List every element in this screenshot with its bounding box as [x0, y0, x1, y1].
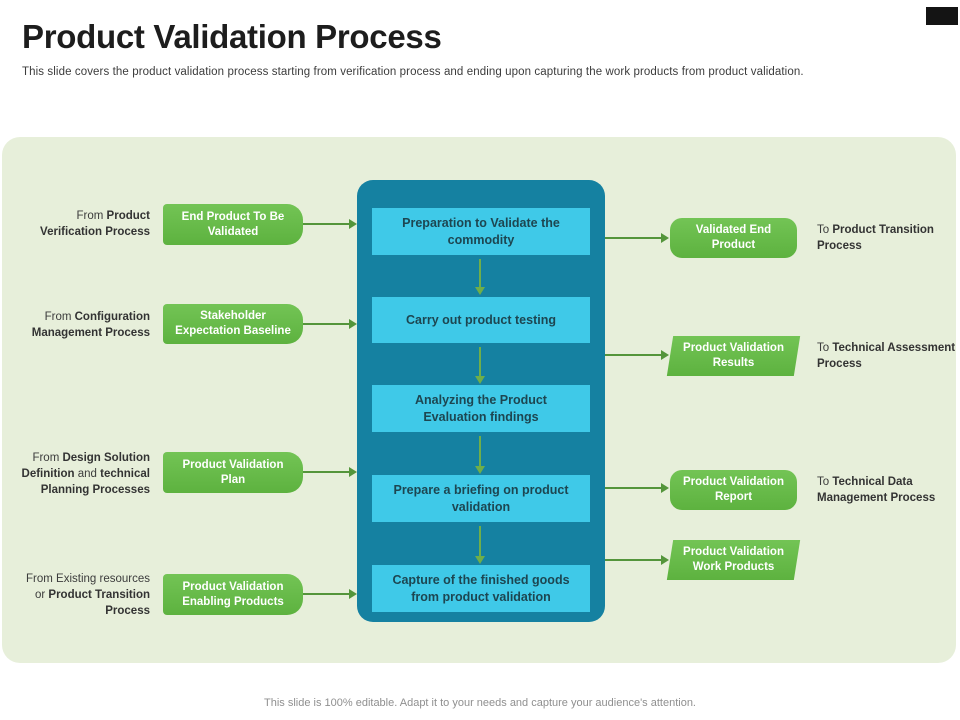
- output-artifact-label: Product Validation Work Products: [683, 546, 784, 573]
- input-source-label: From Existing resources or Product Trans…: [26, 573, 150, 618]
- output-artifact-label: Validated End Product: [695, 224, 772, 251]
- arrow-down-icon: [475, 347, 485, 384]
- output-artifact-box: Product Validation Work Products: [666, 540, 801, 580]
- arrow-right-icon: [303, 319, 357, 329]
- input-artifact-label: Product Validation Enabling Products: [182, 580, 284, 608]
- output-artifact-label: Product Validation Report: [683, 476, 784, 503]
- output-target-label: To Technical Data Management Process: [817, 476, 936, 505]
- arrow-right-icon: [303, 589, 357, 599]
- output-artifact-label: Product Validation Results: [683, 342, 784, 369]
- process-step-box: Carry out product testing: [372, 297, 590, 343]
- corner-accent-bar: [926, 7, 958, 25]
- editable-note: This slide is 100% editable. Adapt it to…: [264, 697, 696, 709]
- process-step-box: Capture of the finished goods from produ…: [372, 565, 590, 612]
- output-artifact-box: Product Validation Report: [670, 470, 797, 510]
- arrow-down-icon: [475, 259, 485, 295]
- input-artifact-label: Stakeholder Expectation Baseline: [175, 310, 291, 337]
- input-source-label: From Design Solution Definition and tech…: [21, 452, 150, 497]
- input-artifact-box: End Product To Be Validated: [163, 204, 303, 245]
- arrow-right-icon: [303, 467, 357, 477]
- output-artifact-box: Product Validation Results: [666, 336, 801, 376]
- arrow-right-icon: [605, 233, 669, 243]
- input-artifact-label: Product Validation Plan: [182, 458, 284, 486]
- process-step-box: Preparation to Validate the commodity: [372, 208, 590, 255]
- input-source-label: From Configuration Management Process: [31, 311, 150, 340]
- arrow-down-icon: [475, 436, 485, 474]
- page-subtitle: This slide covers the product validation…: [22, 66, 804, 78]
- output-artifact-box: Validated End Product: [670, 218, 797, 258]
- input-artifact-box: Product Validation Enabling Products: [163, 574, 303, 615]
- arrow-right-icon: [605, 555, 669, 565]
- arrow-down-icon: [475, 526, 485, 564]
- page-title: Product Validation Process: [22, 18, 442, 55]
- process-step-box: Prepare a briefing on product validation: [372, 475, 590, 522]
- input-artifact-box: Stakeholder Expectation Baseline: [163, 304, 303, 344]
- process-step-box: Analyzing the Product Evaluation finding…: [372, 385, 590, 432]
- input-artifact-label: End Product To Be Validated: [181, 210, 285, 238]
- input-source-label: From Product Verification Process: [40, 210, 150, 239]
- input-artifact-box: Product Validation Plan: [163, 452, 303, 493]
- arrow-right-icon: [605, 483, 669, 493]
- output-target-label: To Technical Assessment Process: [817, 342, 956, 371]
- arrow-right-icon: [605, 350, 669, 360]
- arrow-right-icon: [303, 219, 357, 229]
- output-target-label: To Product Transition Process: [817, 224, 934, 253]
